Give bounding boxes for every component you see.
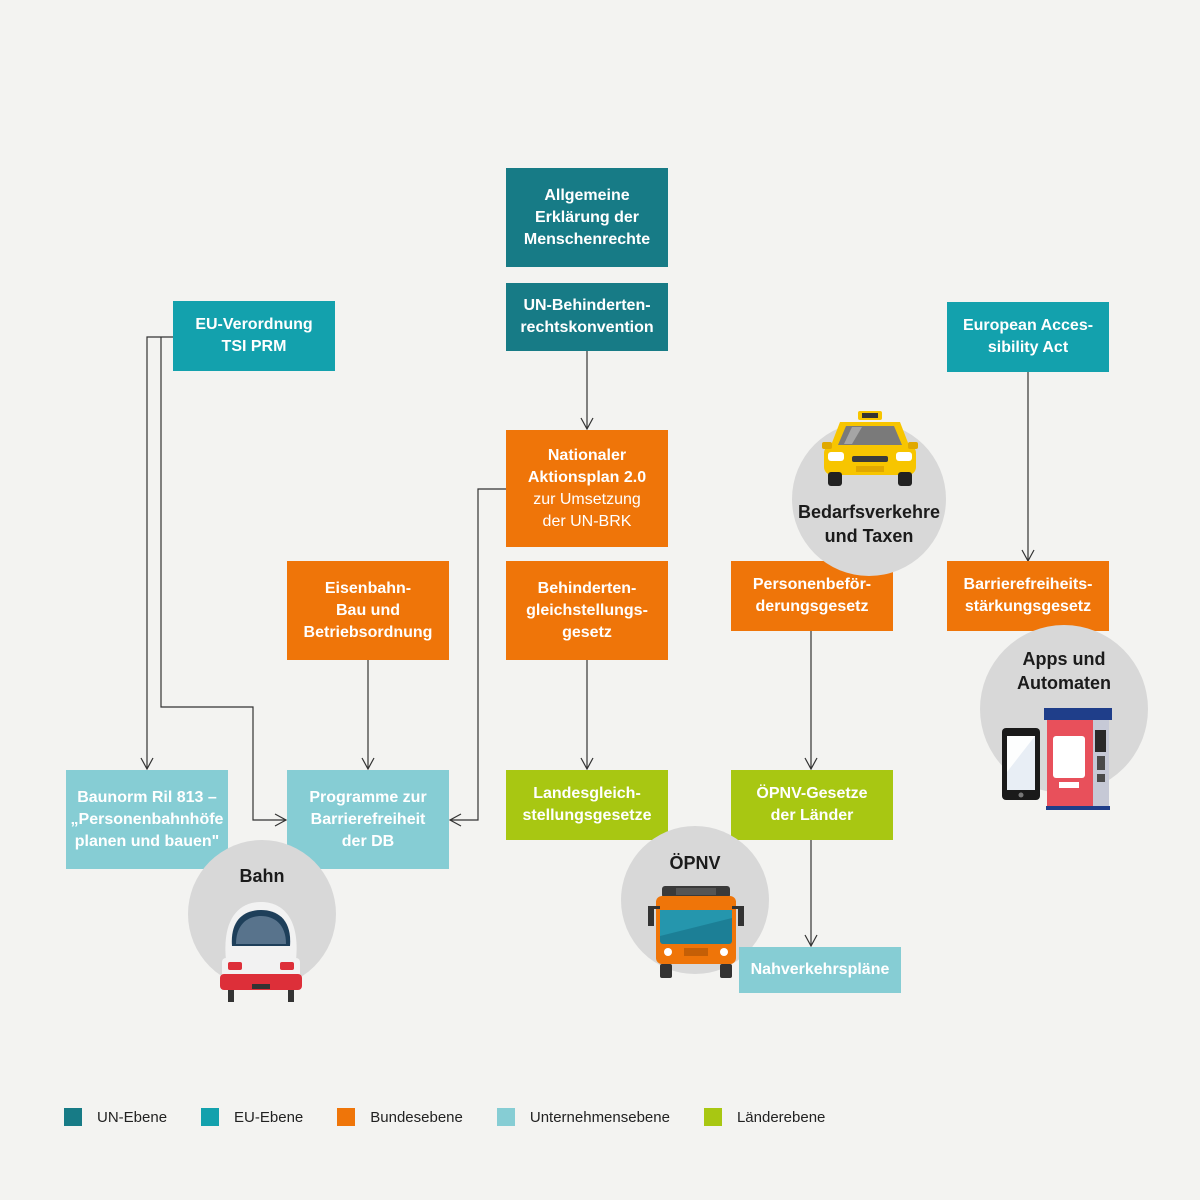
box-un-brk: UN-Behinderten- rechtskonvention (506, 283, 668, 351)
legend-label: UN-Ebene (97, 1108, 168, 1126)
label-bahn: Bahn (239, 866, 285, 886)
arrow-nap-to-db (448, 488, 506, 827)
box-db-programme: Programme zur Barrierefreiheit der DB (287, 770, 449, 869)
legend-swatch (337, 1108, 356, 1126)
box-bfsg: Barrierefreiheits- stärkungsgesetz (947, 561, 1109, 631)
box-ebo: Eisenbahn- Bau und Betriebsordnung (287, 561, 449, 660)
ticket-machine-icon (1002, 708, 1112, 810)
box-ril-813: Baunorm Ril 813 – „Personenbahnhöfe plan… (66, 770, 228, 869)
arrow-tsi-to-db (160, 337, 288, 827)
legend: UN-Ebene EU-Ebene Bundesebene Unternehme… (64, 1108, 859, 1126)
legend-label: Länderebene (736, 1108, 826, 1126)
arrow-tsi-to-ril813 (140, 336, 173, 771)
box-aem: Allgemeine Erklärung der Menschenrechte (506, 168, 668, 267)
label-apps: Apps und Automaten (1017, 649, 1111, 693)
box-lgg: Landesgleich- stellungsgesetze (506, 770, 668, 840)
box-oepnv-gesetze: ÖPNV-Gesetze der Länder (731, 770, 893, 840)
label-oepnv: ÖPNV (669, 853, 721, 873)
legend-item-bund: Bundesebene (337, 1108, 463, 1126)
bus-icon (648, 886, 744, 978)
legend-label: Unternehmensebene (529, 1108, 670, 1126)
legend-label: Bundesebene (370, 1108, 463, 1126)
legend-swatch (201, 1108, 220, 1126)
box-nap: Nationaler Aktionsplan 2.0 zur Umsetzung… (506, 430, 668, 547)
legend-item-unternehmen: Unternehmensebene (496, 1108, 670, 1126)
box-eu-tsi-prm: EU-Verordnung TSI PRM (173, 301, 335, 371)
legend-swatch (496, 1108, 515, 1126)
legend-label: EU-Ebene (234, 1108, 304, 1126)
train-icon (220, 902, 302, 1002)
label-taxi: Bedarfsverkehre und Taxen (797, 502, 941, 546)
box-nahverkehrsplaene: Nahverkehrspläne (739, 947, 901, 993)
legend-item-land: Länderebene (703, 1108, 826, 1126)
box-european-accessibility-act: European Acces- sibility Act (947, 302, 1109, 372)
legend-swatch (703, 1108, 722, 1126)
legend-item-un: UN-Ebene (64, 1108, 167, 1126)
legend-swatch (64, 1108, 82, 1126)
box-bgg: Behinderten- gleichstellungs- gesetz (506, 561, 668, 660)
taxi-icon (822, 411, 918, 486)
legend-item-eu: EU-Ebene (201, 1108, 303, 1126)
